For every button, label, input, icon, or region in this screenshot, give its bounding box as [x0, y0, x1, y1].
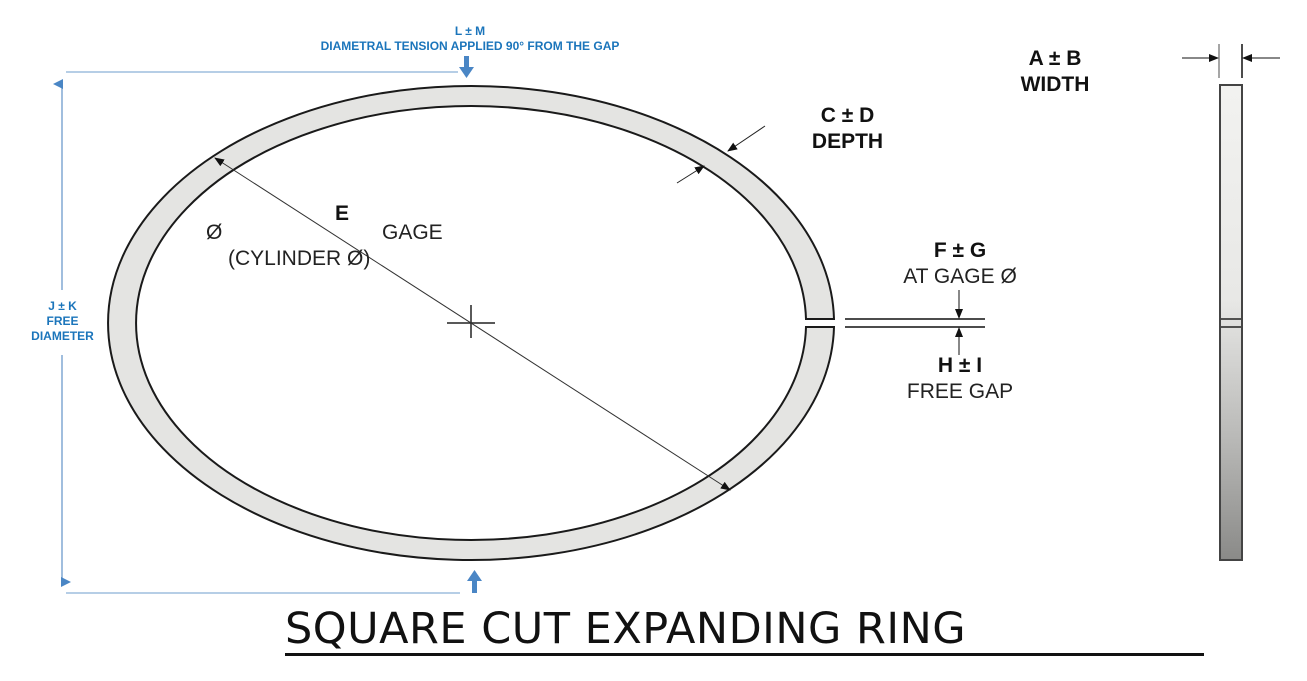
free-gap-value: H ± I [937, 354, 983, 377]
gage-diameter-symbol: Ø [206, 221, 223, 244]
depth-value: C ± D [820, 104, 875, 127]
free-diameter-value: J ± K [48, 299, 77, 313]
width-caption: WIDTH [1020, 73, 1090, 96]
free-diameter-caption-2: DIAMETER [31, 329, 94, 343]
gap-at-gage-value: F ± G [933, 239, 987, 262]
width-dimension [1182, 44, 1280, 78]
free-gap-label: H ± I FREE GAP [870, 353, 1050, 404]
gage-diameter-line [214, 157, 731, 491]
ring-side-view [1219, 84, 1243, 561]
depth-dimension [676, 125, 766, 184]
tension-value: L ± M [454, 24, 486, 38]
diagram-title: SQUARE CUT EXPANDING RING [285, 604, 967, 654]
gap-at-gage-caption: AT GAGE Ø [903, 265, 1017, 288]
expanding-ring [107, 85, 836, 561]
depth-label: C ± D DEPTH [785, 103, 910, 155]
width-value: A ± B [1028, 47, 1082, 70]
gap-dimension [845, 290, 985, 355]
tension-arrow-top [459, 56, 474, 78]
gage-caption: GAGE [382, 221, 443, 244]
gage-value: E [335, 202, 350, 225]
gage-caption-cylinder: (CYLINDER Ø) [228, 247, 371, 270]
title-underline [285, 653, 1204, 656]
tension-arrow-bottom [467, 570, 482, 593]
tension-label: L ± M DIAMETRAL TENSION APPLIED 90° FROM… [290, 24, 650, 54]
free-diameter-label: J ± K FREE DIAMETER [20, 299, 105, 344]
depth-caption: DEPTH [811, 130, 884, 153]
free-diameter-caption-1: FREE [46, 314, 79, 328]
center-mark [447, 305, 495, 338]
tension-caption: DIAMETRAL TENSION APPLIED 90° FROM THE G… [320, 39, 620, 53]
gap-at-gage-label: F ± G AT GAGE Ø [870, 238, 1050, 289]
free-diameter-dimension [53, 71, 460, 594]
free-gap-caption: FREE GAP [906, 380, 1014, 403]
width-label: A ± B WIDTH [995, 46, 1115, 98]
